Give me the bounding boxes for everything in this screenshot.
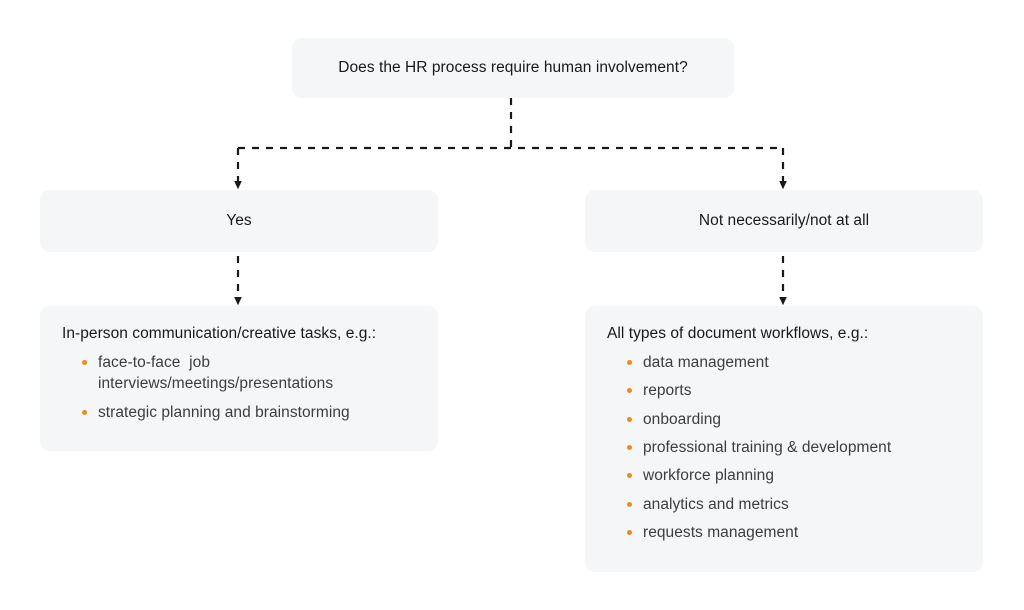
branch-node-yes[interactable]: Yes <box>40 190 438 252</box>
branch-node-not-necessarily[interactable]: Not necessarily/not at all <box>585 190 983 252</box>
detail-node-human-tasks-heading: In-person communication/creative tasks, … <box>62 325 377 342</box>
detail-node-document-workflows[interactable]: All types of document workflows, e.g.: d… <box>585 306 983 572</box>
decision-node-root-label: Does the HR process require human involv… <box>338 58 688 76</box>
decision-node-root[interactable]: Does the HR process require human involv… <box>292 38 734 98</box>
detail-node-document-workflows-list: data management reports onboarding profe… <box>607 352 961 544</box>
detail-node-human-tasks[interactable]: In-person communication/creative tasks, … <box>40 306 438 451</box>
list-item: data management <box>625 352 961 373</box>
branch-node-yes-label: Yes <box>226 211 252 229</box>
detail-node-human-tasks-list: face-to-face job interviews/meetings/pre… <box>62 352 416 423</box>
detail-node-document-workflows-heading: All types of document workflows, e.g.: <box>607 325 869 342</box>
list-item: professional training & development <box>625 437 961 458</box>
list-item: requests management <box>625 522 961 543</box>
branch-node-not-necessarily-label: Not necessarily/not at all <box>698 211 870 229</box>
list-item: analytics and metrics <box>625 494 961 515</box>
list-item: reports <box>625 380 961 401</box>
list-item: onboarding <box>625 409 961 430</box>
list-item: strategic planning and brainstorming <box>80 402 416 423</box>
list-item: face-to-face job interviews/meetings/pre… <box>80 352 416 395</box>
list-item: workforce planning <box>625 465 961 486</box>
